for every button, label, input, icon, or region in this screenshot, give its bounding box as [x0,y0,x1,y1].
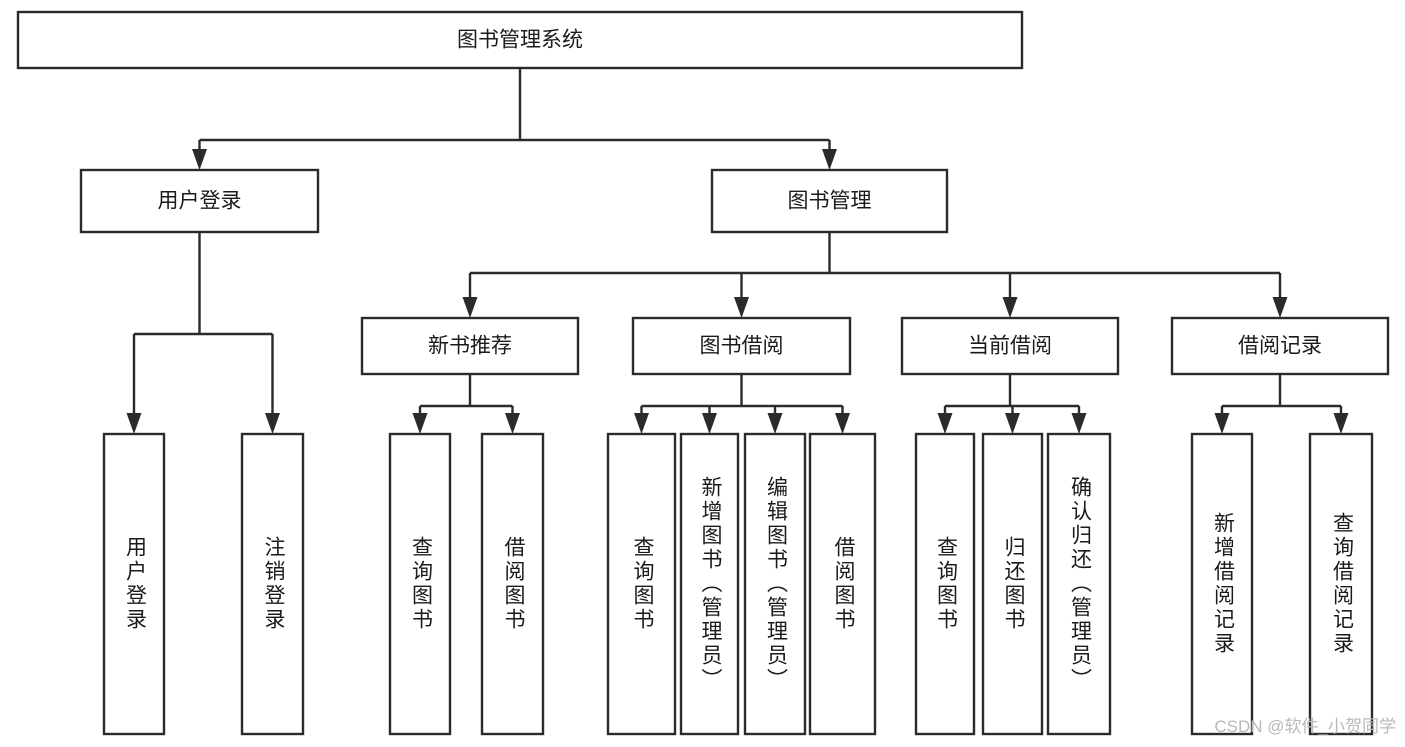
node-label-leaf-edit-book-admin: 编辑图书（管理员） [765,476,789,692]
arrow-head-icon [1214,413,1230,434]
node-box-leaf-return-book[interactable] [981,432,1044,736]
arrow-head-icon [126,413,142,434]
arrow-head-icon [734,297,749,318]
node-box-leaf-user-login[interactable] [102,432,166,736]
node-box-leaf-query-book-2[interactable] [606,432,677,736]
node-label-current-borrow: 当前借阅 [968,335,1052,358]
node-label-leaf-query-book-3: 查询图书 [935,536,959,632]
node-box-leaf-edit-book-admin[interactable] [743,432,807,736]
arrow-head-icon [702,413,717,434]
arrow-head-icon [412,413,428,434]
arrow-head-icon [835,413,850,434]
arrow-head-icon [1071,413,1087,434]
node-box-book-management[interactable] [710,168,949,234]
node-box-book-borrow[interactable] [631,316,852,376]
csdn-watermark: CSDN @软件_小贺同学 [1214,717,1396,736]
node-box-leaf-query-book-1[interactable] [388,432,452,736]
node-label-leaf-add-book-admin: 新增图书（管理员） [699,476,723,692]
node-label-leaf-return-book: 归还图书 [1002,536,1026,632]
node-label-leaf-confirm-return: 确认归还（管理员） [1069,476,1093,692]
node-label-leaf-borrow-book-1: 借阅图书 [502,536,526,632]
node-label-leaf-user-login: 用户登录 [124,536,148,632]
arrow-head-icon [192,149,207,170]
arrow-head-icon [1005,413,1020,434]
node-box-leaf-query-record[interactable] [1308,432,1374,736]
node-label-user-login: 用户登录 [158,190,242,213]
node-label-new-book-recommend: 新书推荐 [428,335,512,358]
node-label-leaf-query-book-1: 查询图书 [410,536,434,632]
node-box-user-login[interactable] [79,168,320,234]
node-box-leaf-query-book-3[interactable] [914,432,976,736]
node-label-leaf-logout: 注销登录 [262,536,286,632]
node-label-leaf-query-book-2: 查询图书 [631,536,655,632]
node-box-leaf-borrow-book-2[interactable] [808,432,877,736]
arrow-head-icon [462,297,478,318]
node-box-new-book-recommend[interactable] [360,316,580,376]
node-label-leaf-query-record: 查询借阅记录 [1331,512,1355,656]
arrow-head-icon [767,413,783,434]
node-label-leaf-borrow-book-2: 借阅图书 [832,536,856,632]
node-layer: 图书管理系统用户登录图书管理新书推荐图书借阅当前借阅借阅记录用户登录注销登录查询… [16,10,1390,736]
node-box-leaf-add-book-admin[interactable] [679,432,740,736]
node-label-book-borrow: 图书借阅 [700,335,784,358]
node-box-leaf-logout[interactable] [240,432,305,736]
node-box-borrow-record[interactable] [1170,316,1390,376]
node-label-leaf-add-record: 新增借阅记录 [1212,512,1236,656]
connector-layer [126,68,1349,434]
arrow-head-icon [505,413,520,434]
node-box-current-borrow[interactable] [900,316,1120,376]
arrow-head-icon [1002,297,1018,318]
node-label-book-management: 图书管理 [788,190,872,213]
arrow-head-icon [937,413,953,434]
arrow-head-icon [634,413,649,434]
arrow-head-icon [265,413,280,434]
node-box-leaf-borrow-book-1[interactable] [480,432,545,736]
node-box-leaf-add-record[interactable] [1190,432,1254,736]
arrow-head-icon [822,149,837,170]
node-box-root[interactable] [16,10,1024,70]
arrow-head-icon [1272,297,1288,318]
arrow-head-icon [1333,413,1349,434]
node-box-leaf-confirm-return[interactable] [1046,432,1112,736]
node-label-borrow-record: 借阅记录 [1238,335,1322,358]
node-label-root: 图书管理系统 [457,29,583,52]
